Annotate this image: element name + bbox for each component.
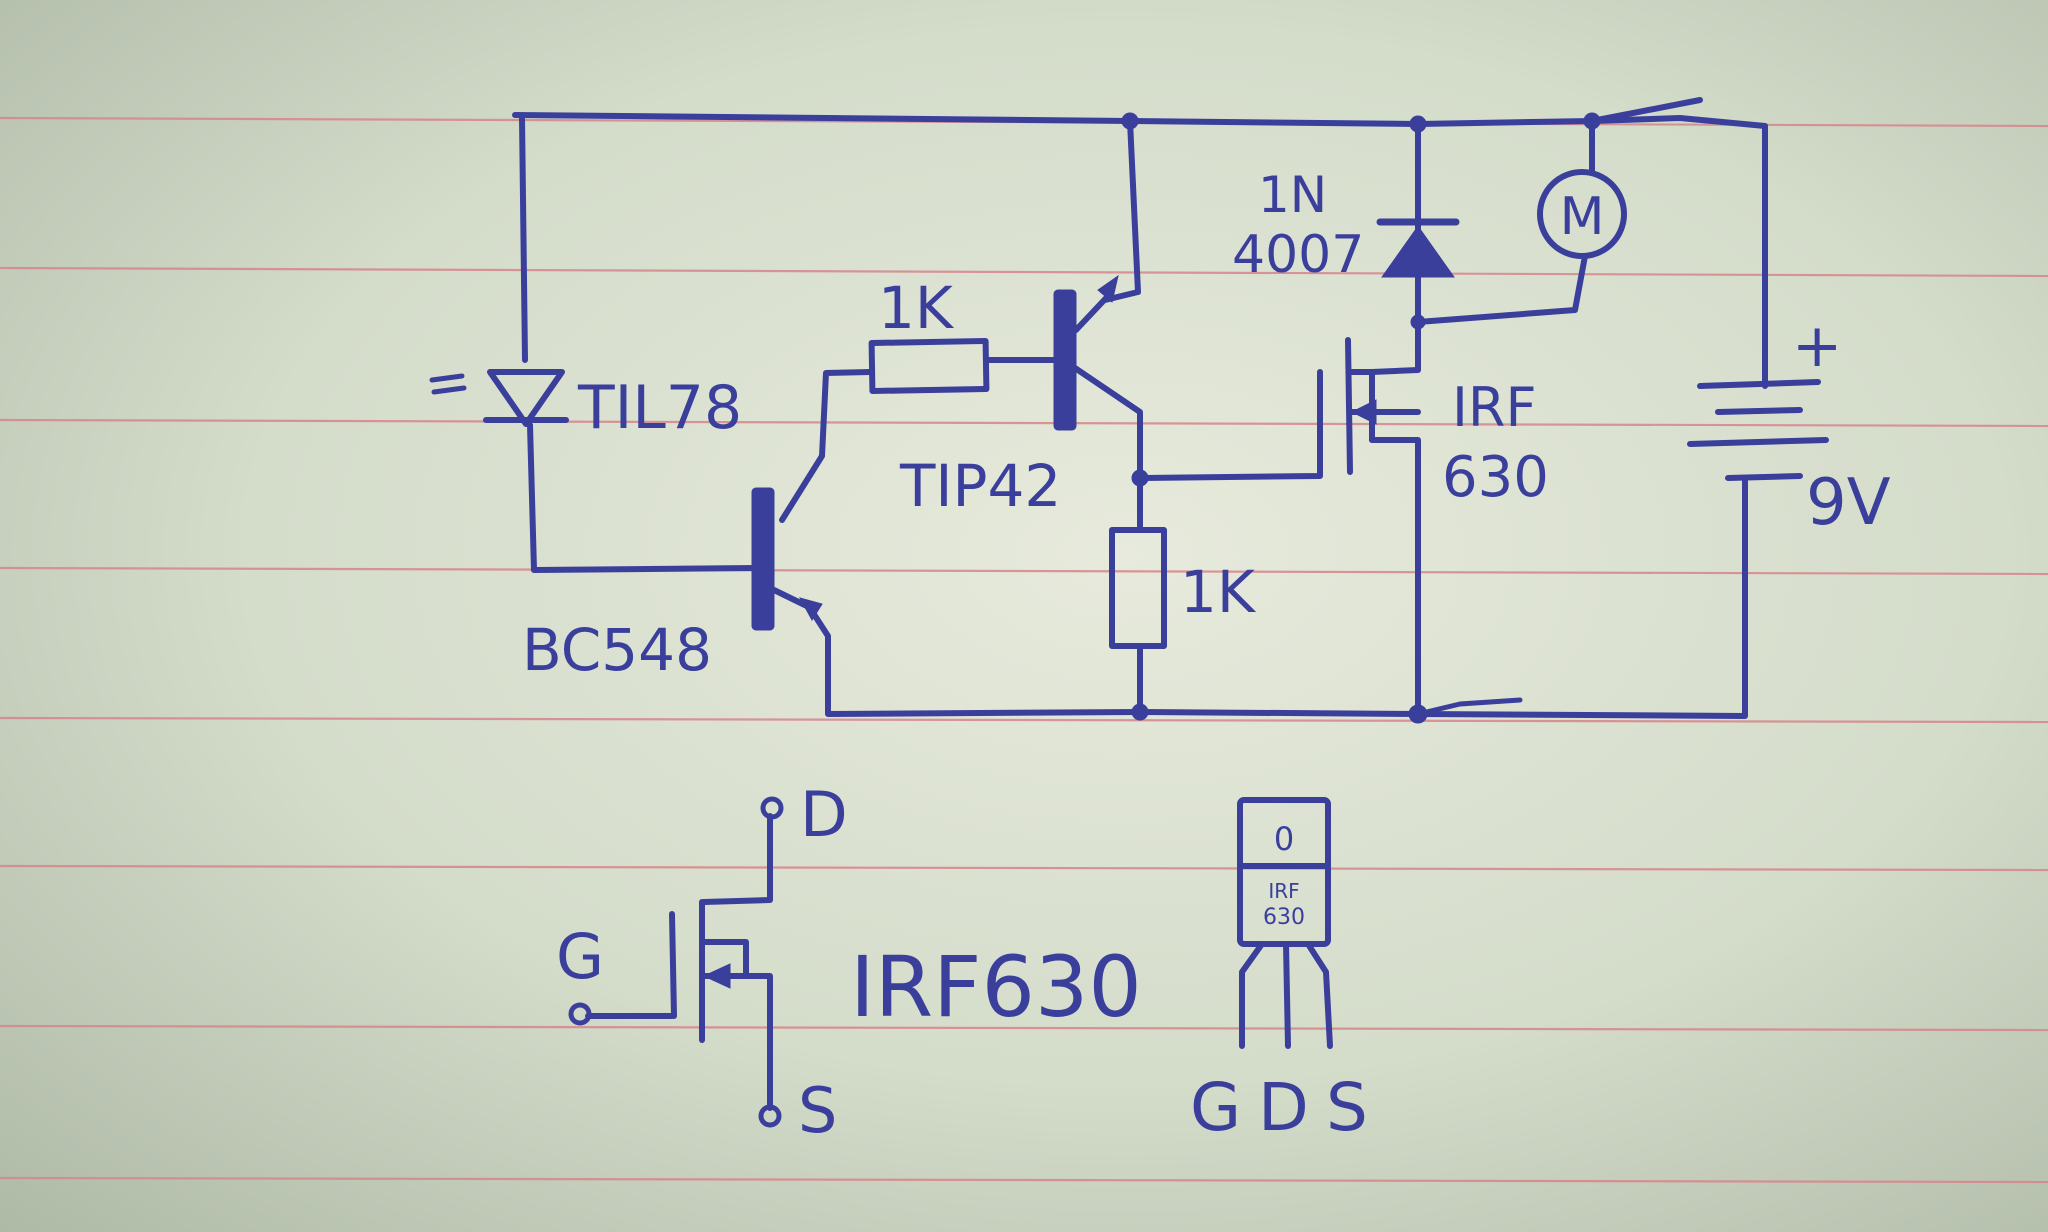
package-pin-d: D [1258,1069,1309,1146]
mosfet-label-line1: IRF [1452,376,1537,439]
junction-dots [1121,112,1601,724]
bc548-label: BC548 [522,616,712,684]
to220-package-drawing: 0 IRF 630 G D S [1190,797,1368,1146]
pinout-drain-label: D [800,778,848,851]
tip42-transistor-symbol: TIP42 [899,274,1119,520]
resistor-r2-symbol: 1K [1109,527,1257,649]
led-til78-symbol: TIL78 [429,369,742,443]
motor-label: M [1560,187,1605,247]
package-text-line2: 630 [1263,905,1305,930]
diode-label-line2: 4007 [1232,225,1364,285]
diode-1n4007-symbol: 1N 4007 [1232,166,1460,285]
pinout-part-label: IRF630 [850,938,1142,1036]
resistor-r1-symbol: 1K [868,274,990,394]
tip42-label: TIP42 [899,452,1061,520]
r2-label: 1K [1180,558,1257,626]
battery-plus-label: + [1792,311,1842,381]
bc548-transistor-symbol: BC548 [522,487,823,684]
mosfet-pinout-symbol: D G S IRF630 [556,778,1142,1147]
package-text-line1: IRF [1268,879,1299,903]
pinout-gate-label: G [556,920,604,993]
package-pin-g: G [1190,1069,1241,1146]
pinout-source-label: S [798,1074,837,1147]
package-pin-s: S [1326,1069,1368,1146]
diode-label-line1: 1N [1258,166,1327,224]
battery-symbol: + 9V [1687,311,1891,540]
r1-label: 1K [878,274,955,342]
led-label: TIL78 [577,373,742,443]
mosfet-irf630-symbol: IRF 630 [1317,337,1549,510]
package-hole: 0 [1274,820,1294,858]
battery-label: 9V [1806,466,1891,540]
ruled-lines [0,116,2048,1184]
motor-symbol: M [1537,169,1627,259]
mosfet-label-line2: 630 [1442,445,1549,510]
